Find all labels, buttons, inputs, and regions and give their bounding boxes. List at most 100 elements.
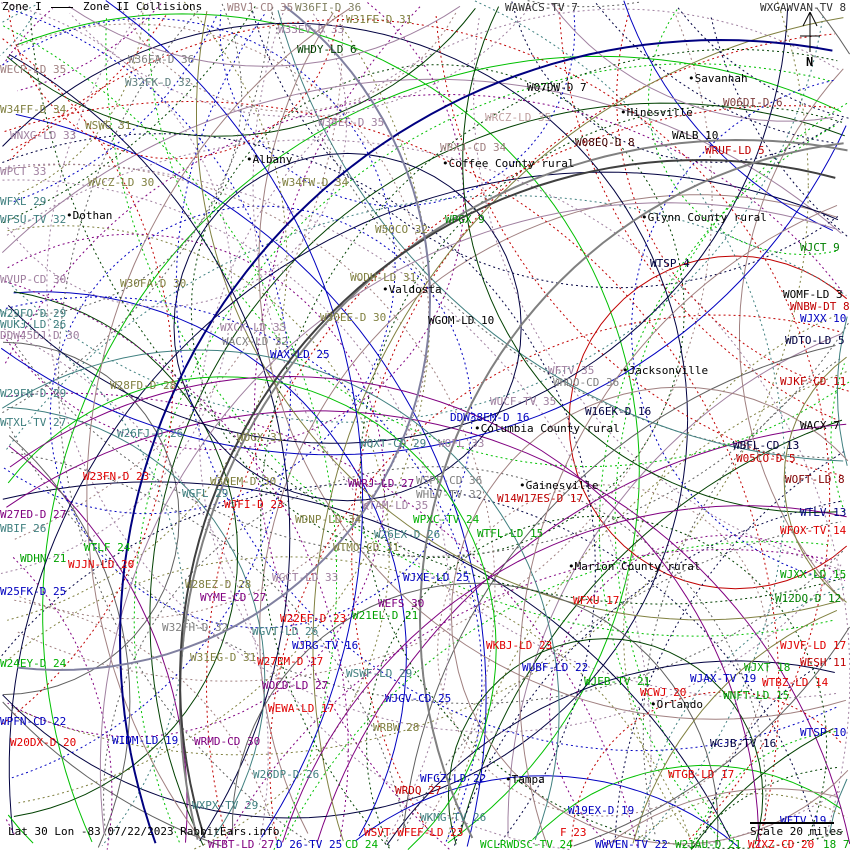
station-label[interactable]: WRCZ-LD 35 (485, 111, 552, 124)
station-label[interactable]: WDNP-LD 34 (295, 513, 362, 526)
station-label[interactable]: W24EY-D 24 (0, 657, 67, 670)
station-label[interactable]: W33EV-D 33 (278, 23, 345, 36)
station-label[interactable]: W32FK-D 32 (125, 76, 192, 89)
station-label[interactable]: W21EL-D 21 (352, 609, 419, 622)
station-label[interactable]: WAWACS-TV 7 (505, 1, 578, 14)
station-label[interactable]: WEWA-LD 17 (268, 702, 335, 715)
station-label[interactable]: W07DW-D 7 (527, 81, 587, 94)
station-label[interactable]: WTMO-CD 31 (333, 541, 400, 554)
station-label[interactable]: W12DQ-D 12 (775, 592, 842, 605)
station-label[interactable]: WPFN-CD 22 (0, 715, 67, 728)
station-label[interactable]: WNXG-LD 33 (10, 129, 77, 142)
station-label[interactable]: WJEB-TV 21 (584, 675, 651, 688)
station-label[interactable]: WFTV 35 (548, 364, 595, 377)
station-label[interactable]: WSWG 31 (85, 119, 132, 132)
station-label[interactable]: WHLV-TV 32 (416, 488, 483, 501)
station-label[interactable]: W28EZ-D 28 (185, 578, 252, 591)
station-label[interactable]: W29FO-D 29 (0, 307, 67, 320)
station-label[interactable]: F 23 (560, 826, 587, 839)
station-label[interactable]: W34FW-D 34 (282, 176, 349, 189)
station-label[interactable]: W25FK-D 25 (0, 585, 67, 598)
station-label[interactable]: W35EC-D 35 (318, 116, 385, 129)
station-label[interactable]: WFGZ-LD 22 (420, 772, 487, 785)
station-label[interactable]: W31FE-D 31 (346, 13, 413, 26)
station-label[interactable]: WTBZ-LD 14 (762, 676, 829, 689)
station-label[interactable]: DDW45DJ-D 30 (0, 329, 80, 342)
station-label[interactable]: WJJN-LD 20 (68, 558, 135, 571)
station-label[interactable]: WTLV 13 (800, 506, 847, 519)
station-label[interactable]: WHDY-LD 6 (297, 43, 357, 56)
station-label[interactable]: WOMF-LD 3 (783, 288, 843, 301)
station-label[interactable]: WSPF-CD 36 (416, 474, 483, 487)
station-label[interactable]: WOGX 31 (237, 431, 284, 444)
station-label[interactable]: WZXZ-CD 20 (748, 838, 815, 850)
station-label[interactable]: W19EX-D 19 (568, 804, 635, 817)
station-label[interactable]: WRDQ 27 (395, 784, 442, 797)
station-label[interactable]: W23FN-D 23 (83, 470, 150, 483)
station-label[interactable]: WOFT-LD 8 (785, 473, 845, 486)
station-label[interactable]: WTBT-LD 27 (208, 838, 275, 850)
station-label[interactable]: WDHN 21 (20, 552, 67, 565)
station-label[interactable]: WTSP 10 (800, 726, 847, 739)
station-label[interactable]: WGVT-LD 26 (252, 625, 319, 638)
station-label[interactable]: D 26-TV 25 (276, 838, 343, 850)
station-label[interactable]: W26FJ-D 26 (117, 427, 184, 440)
station-label[interactable]: WAX-LD 25 (270, 348, 330, 361)
station-label[interactable]: WBIF 26 (0, 522, 47, 535)
station-label[interactable]: W34FF-D 34 (0, 103, 67, 116)
station-label[interactable]: W30EE-D 30 (320, 311, 387, 324)
station-label[interactable]: W26DP-D 26 (253, 768, 320, 781)
station-label[interactable]: WACX 7 (800, 419, 840, 432)
station-label[interactable]: WRUF-LD 5 (705, 144, 765, 157)
station-label[interactable]: WFOX-TV 14 (780, 524, 847, 537)
station-label[interactable]: WJVF-LD 17 (780, 639, 847, 652)
station-label[interactable]: W32FH-D 32 (162, 621, 229, 634)
station-label[interactable]: WUCF-TV 35 (490, 395, 557, 408)
station-label[interactable]: W30EM-D 30 (210, 475, 277, 488)
station-label[interactable]: WPGX 9 (445, 213, 485, 226)
station-label[interactable]: WPCT 33 (0, 165, 47, 178)
station-label[interactable]: WTAM-LD 35 (362, 499, 429, 512)
station-label[interactable]: WFXU 17 (573, 594, 620, 607)
station-label[interactable]: W05CO-D 5 (736, 452, 796, 465)
station-label[interactable]: W20DX-D 20 (10, 736, 77, 749)
station-label[interactable]: WECP-LD 35 (0, 63, 67, 76)
station-label[interactable]: WJXT 18 (744, 661, 791, 674)
station-label[interactable]: WWVEN-TV 22 (595, 838, 668, 850)
station-label[interactable]: WJXX 10 (800, 312, 847, 325)
station-label[interactable]: WCLRWDSC-TV 24 (480, 838, 573, 850)
station-label[interactable]: WFXL 29 (0, 195, 47, 208)
station-label[interactable]: WTFL-LD 15 (477, 527, 544, 540)
station-label[interactable]: WJKF-CD 11 (780, 375, 847, 388)
station-label[interactable]: WIDM-LD 19 (112, 734, 179, 747)
station-label[interactable]: WOCD-LD 27 (262, 679, 329, 692)
station-label[interactable]: WTLF 24 (84, 541, 131, 554)
station-label[interactable]: WBXJ-CD 34 (440, 141, 507, 154)
station-label[interactable]: W31EG-D 31 (190, 651, 257, 664)
station-label[interactable]: WSVT-WFEF-LD 23 (364, 826, 464, 839)
station-label[interactable]: W36FI-D 36 (295, 1, 362, 14)
station-label[interactable]: WHDO-CD 36 (553, 376, 620, 389)
station-label[interactable]: WFSU-TV 32 (0, 213, 67, 226)
station-label[interactable]: W27ED-D 27 (0, 508, 67, 521)
station-label[interactable]: 18 7 (823, 838, 850, 850)
station-label[interactable]: WRMD-CD 30 (194, 735, 261, 748)
station-label[interactable]: W50CO 32 (375, 223, 428, 236)
station-label[interactable]: W16EK-D 16 (585, 405, 652, 418)
station-label[interactable]: WNFT-LD 15 (723, 689, 790, 702)
station-label[interactable]: WOFL 33 (438, 437, 485, 450)
station-label[interactable]: WJGV-CD 25 (385, 692, 452, 705)
station-label[interactable]: CD 24 (345, 838, 379, 850)
station-label[interactable]: WVUP-CD 30 (0, 273, 67, 286)
station-label[interactable]: WEFS 30 (378, 597, 425, 610)
station-label[interactable]: WESH 11 (800, 656, 847, 669)
station-label[interactable]: WKBJ-LD 23 (486, 639, 553, 652)
station-label[interactable]: W36EA-D 36 (128, 53, 195, 66)
station-label[interactable]: WUKJ-LD 26 (0, 318, 67, 331)
station-label[interactable]: WJAX-TV 19 (690, 672, 757, 685)
station-label[interactable]: W14W17ES-D 17 (497, 492, 584, 505)
station-label[interactable]: WCJB-TV 16 (710, 737, 777, 750)
station-label[interactable]: W29FN-D 29 (0, 387, 67, 400)
station-label[interactable]: W06DI-D 6 (723, 96, 783, 109)
